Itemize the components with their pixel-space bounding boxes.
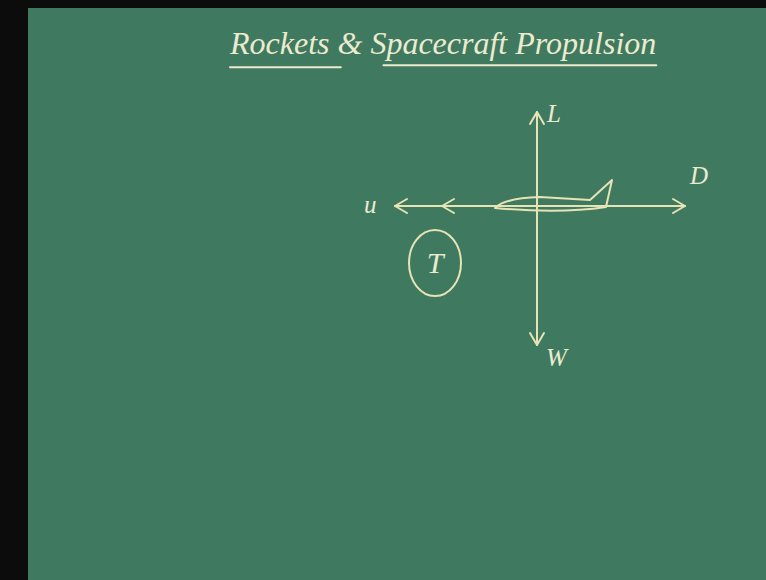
- force-label: W: [546, 344, 567, 372]
- title: Rockets & Spacecraft Propulsion: [230, 26, 656, 61]
- lift-weight-axis: [536, 112, 538, 345]
- force-label: u: [364, 191, 377, 219]
- arrow-head: [530, 112, 544, 124]
- force-label: L: [547, 100, 561, 128]
- circle-outline: [409, 230, 461, 296]
- board-edge: [0, 0, 28, 580]
- aircraft-sketch: [495, 180, 612, 211]
- node-body: T: [407, 228, 463, 298]
- force-label: D: [690, 162, 708, 190]
- board-edge: [0, 0, 766, 8]
- arrow-head: [395, 199, 407, 213]
- thrust-circle: T: [407, 228, 463, 298]
- arrow-head: [530, 333, 544, 345]
- title-underline: [230, 66, 341, 68]
- thrust-drag-axis: [395, 205, 685, 207]
- arrow-head: [442, 199, 454, 213]
- arrow-head: [673, 199, 685, 213]
- node-text: T: [427, 246, 444, 280]
- title-underline: [383, 64, 656, 66]
